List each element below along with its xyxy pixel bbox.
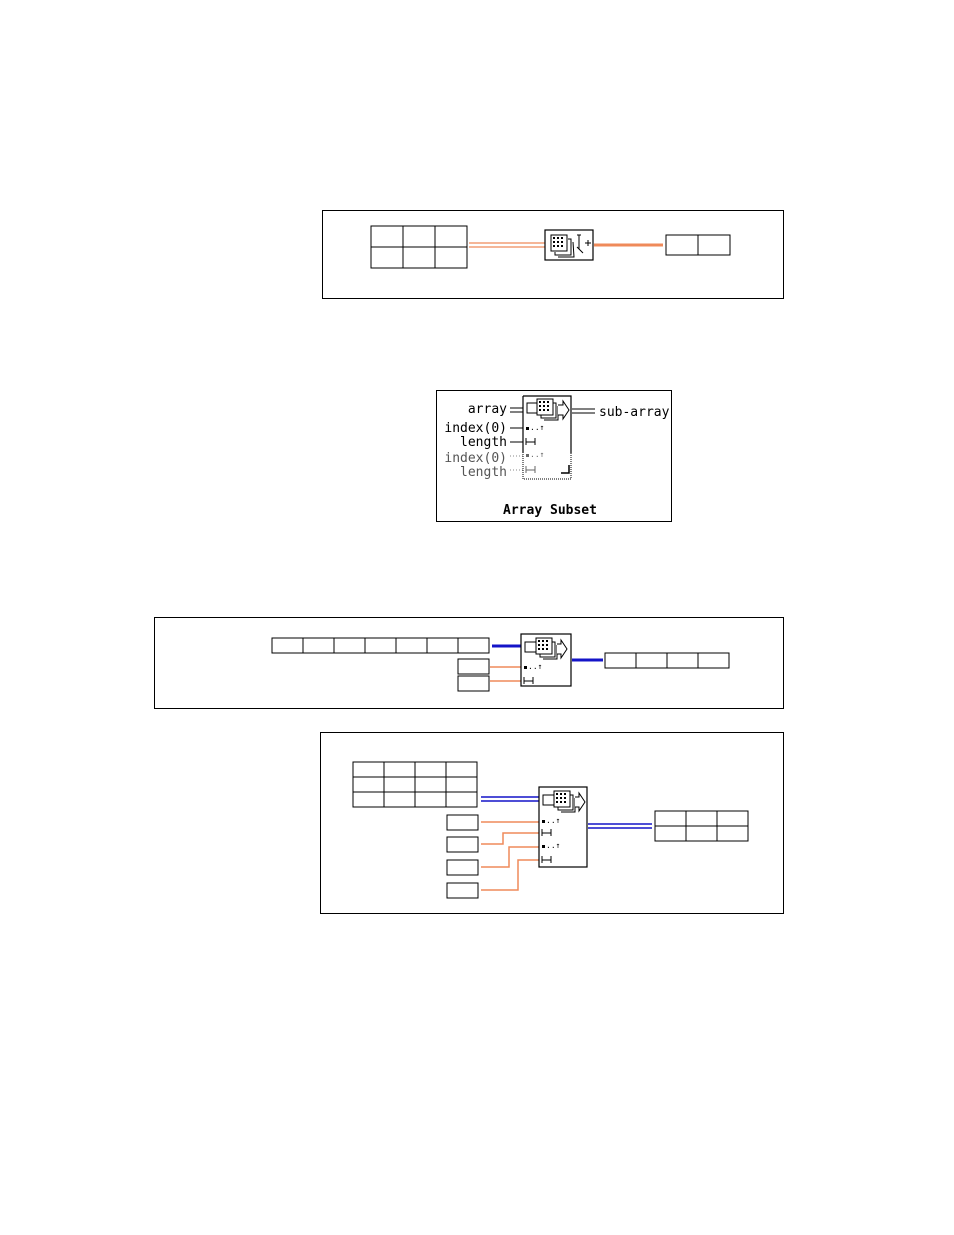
diagram-panel-3: ..↑: [154, 617, 784, 709]
input-1d-array: [272, 638, 489, 653]
output-1d-array: [605, 653, 729, 668]
svg-text:..↑: ..↑: [530, 450, 544, 459]
index-constant: [458, 659, 489, 674]
output-1d-array: [666, 235, 730, 255]
output-2d-array: [655, 811, 748, 841]
input-2d-array: [371, 226, 467, 268]
array-wire-out: [588, 824, 652, 828]
help-title: Array Subset: [503, 503, 597, 518]
diagram-1-canvas: [323, 211, 785, 300]
column-length-constant: [447, 883, 478, 898]
input-label-index-1: index(0): [444, 421, 507, 436]
diagram-3-canvas: ..↑: [155, 618, 785, 710]
svg-text:..↑: ..↑: [528, 662, 542, 671]
array-wire-in: [469, 243, 545, 247]
array-subset-help-panel: array index(0) length index(0) length su…: [436, 390, 672, 522]
column-index-constant: [447, 860, 478, 875]
input-label-length-2: length: [460, 465, 507, 480]
diagram-4-canvas: ..↑ ..↑: [321, 733, 785, 915]
svg-text:..↑: ..↑: [530, 423, 544, 432]
array-subset-icon: ..↑: [521, 634, 571, 686]
index-length-wires: [481, 822, 539, 890]
array-subset-icon: ..↑ ..↑: [539, 787, 587, 867]
input-label-length-1: length: [460, 435, 507, 450]
length-constant: [458, 676, 489, 691]
input-label-index-2: index(0): [444, 451, 507, 466]
input-label-array: array: [468, 402, 507, 417]
svg-text:..↑: ..↑: [546, 841, 560, 850]
input-2d-array: [353, 762, 477, 807]
output-label-sub-array: sub-array: [599, 405, 670, 420]
help-canvas: array index(0) length index(0) length su…: [437, 391, 673, 523]
row-index-constant: [447, 815, 478, 830]
array-wire-in: [481, 797, 539, 801]
array-function-icon: [545, 230, 593, 260]
array-subset-icon: ..↑ ..↑: [523, 396, 571, 479]
svg-text:..↑: ..↑: [546, 816, 560, 825]
diagram-panel-4: ..↑ ..↑: [320, 732, 784, 914]
row-length-constant: [447, 837, 478, 852]
diagram-panel-1: [322, 210, 784, 299]
